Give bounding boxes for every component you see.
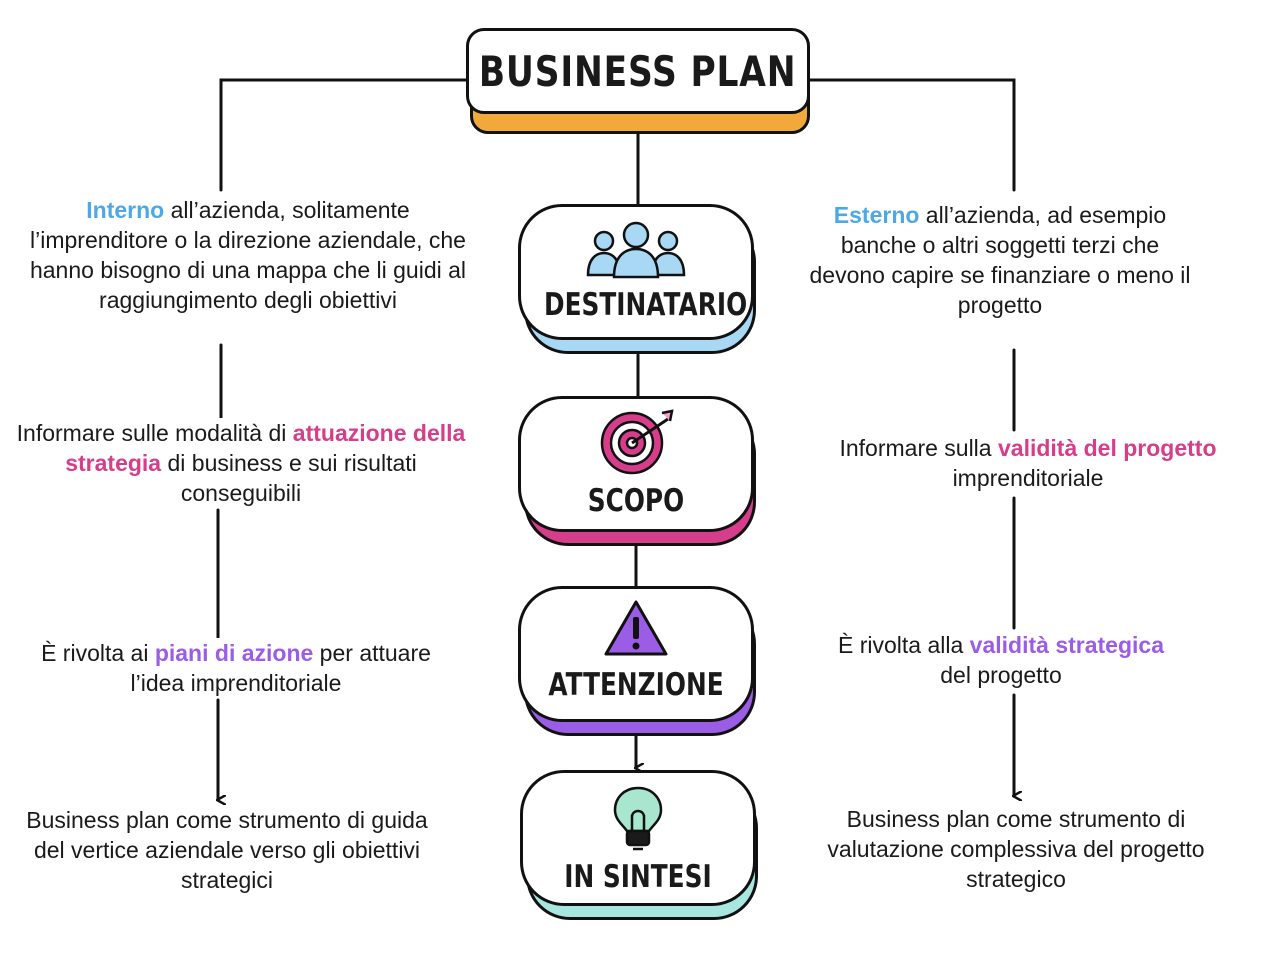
right-sintesi-text: Business plan come strumento di valutazi… (806, 804, 1226, 894)
left-attenzione-pre: È rivolta ai (41, 640, 155, 666)
sintesi-label: IN SINTESI (564, 859, 712, 895)
right-scopo-highlight: validità del progetto (997, 435, 1217, 461)
left-sintesi-body: Business plan come strumento di guida de… (26, 807, 428, 893)
destinatario-label: DESTINATARIO (544, 287, 748, 323)
people-group-icon (521, 221, 751, 279)
right-branch-line (808, 78, 1016, 192)
left-destinatario-rest: all’azienda, solitamente l’imprenditore … (29, 197, 467, 313)
right-attenzione-post: del progetto (940, 662, 1062, 688)
right-destinatario-text: Esterno all’azienda, ad esempio banche o… (800, 200, 1200, 320)
left-sintesi-text: Business plan come strumento di guida de… (18, 805, 436, 895)
right-scopo-text: Informare sulla validità del progetto im… (836, 433, 1220, 493)
destinatario-card: DESTINATARIO (518, 204, 754, 340)
right-destinatario-highlight: Esterno (833, 202, 920, 228)
scopo-card: SCOPO (518, 396, 754, 532)
sintesi-card: IN SINTESI (520, 770, 756, 906)
left-scopo-post: di business e sui risultati conseguibili (161, 450, 417, 506)
right-attenzione-pre: È rivolta alla (838, 632, 970, 658)
page-title: BUSINESS PLAN (479, 46, 797, 96)
left-attenzione-text: È rivolta ai piani di azione per attuare… (30, 638, 442, 698)
left-attenzione-post: per attuare l’idea imprenditoriale (130, 640, 431, 696)
attenzione-card: ATTENZIONE (518, 586, 754, 722)
right-scopo-post: imprenditoriale (952, 465, 1104, 491)
right-destinatario-rest: all’azienda, ad esempio banche o altri s… (809, 202, 1191, 318)
right-attenzione-text: È rivolta alla validità strategica del p… (836, 630, 1166, 690)
right-attenzione-highlight: validità strategica (969, 632, 1164, 658)
left-attenzione-highlight: piani di azione (154, 640, 314, 666)
left-destinatario-text: Interno all’azienda, solitamente l’impre… (20, 195, 476, 315)
right-scopo-pre: Informare sulla (839, 435, 998, 461)
left-destinatario-highlight: Interno (86, 197, 165, 223)
lightbulb-icon (523, 785, 753, 853)
attenzione-label: ATTENZIONE (548, 667, 724, 703)
title-box: BUSINESS PLAN (466, 28, 810, 114)
left-scopo-pre: Informare sulle modalità di (16, 420, 293, 446)
right-sintesi-body: Business plan come strumento di valutazi… (827, 806, 1205, 892)
left-scopo-text: Informare sulle modalità di attuazione d… (8, 418, 474, 508)
target-icon (521, 409, 751, 475)
scopo-label: SCOPO (587, 483, 685, 519)
left-scopo-highlight: attuazione della strategia (65, 420, 466, 476)
left-branch-line (219, 78, 468, 192)
warning-icon (521, 599, 751, 657)
